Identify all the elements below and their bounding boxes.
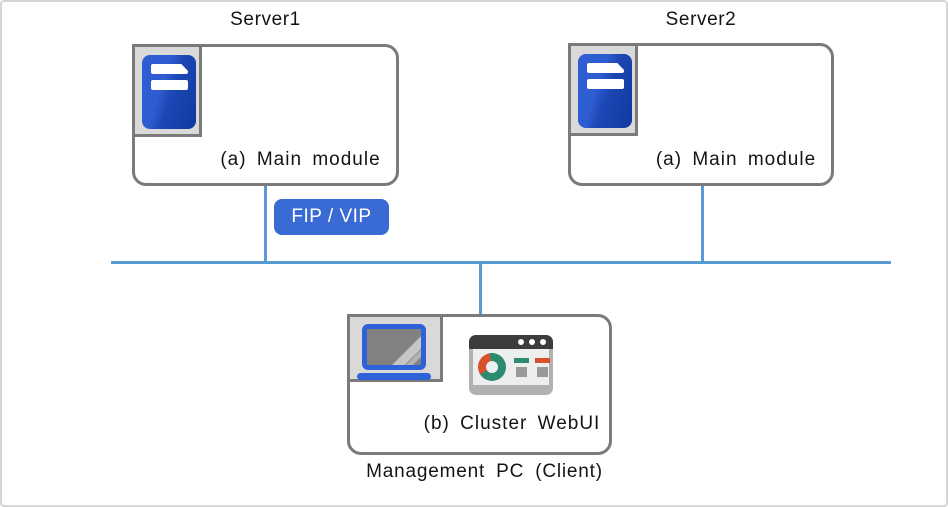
- server1-server-icon: [132, 44, 202, 137]
- server-tower-icon: [578, 54, 632, 128]
- server2-connector-line: [701, 184, 704, 263]
- network-segment-line: [111, 261, 891, 264]
- server2-title: Server2: [665, 9, 737, 30]
- management-pc-laptop-icon: [347, 314, 443, 382]
- management-pc-caption: (b) Cluster WebUI: [423, 413, 601, 434]
- browser-titlebar: [469, 335, 553, 349]
- server2-server-icon: [568, 43, 638, 136]
- fip-vip-badge: FIP / VIP: [274, 199, 389, 235]
- server-tower-icon: [142, 55, 196, 129]
- management-pc-connector-line: [479, 262, 482, 316]
- cluster-webui-browser-icon: [469, 335, 553, 395]
- donut-chart-icon: [478, 353, 506, 381]
- server1-caption: (a) Main module: [220, 149, 381, 170]
- laptop-screen: [362, 324, 426, 370]
- browser-content: [473, 349, 550, 385]
- management-pc-label: Management PC (Client): [366, 461, 603, 482]
- server2-caption: (a) Main module: [655, 149, 817, 170]
- server1-title: Server1: [230, 9, 301, 30]
- laptop-base: [357, 373, 431, 380]
- server1-connector-line: [264, 185, 267, 263]
